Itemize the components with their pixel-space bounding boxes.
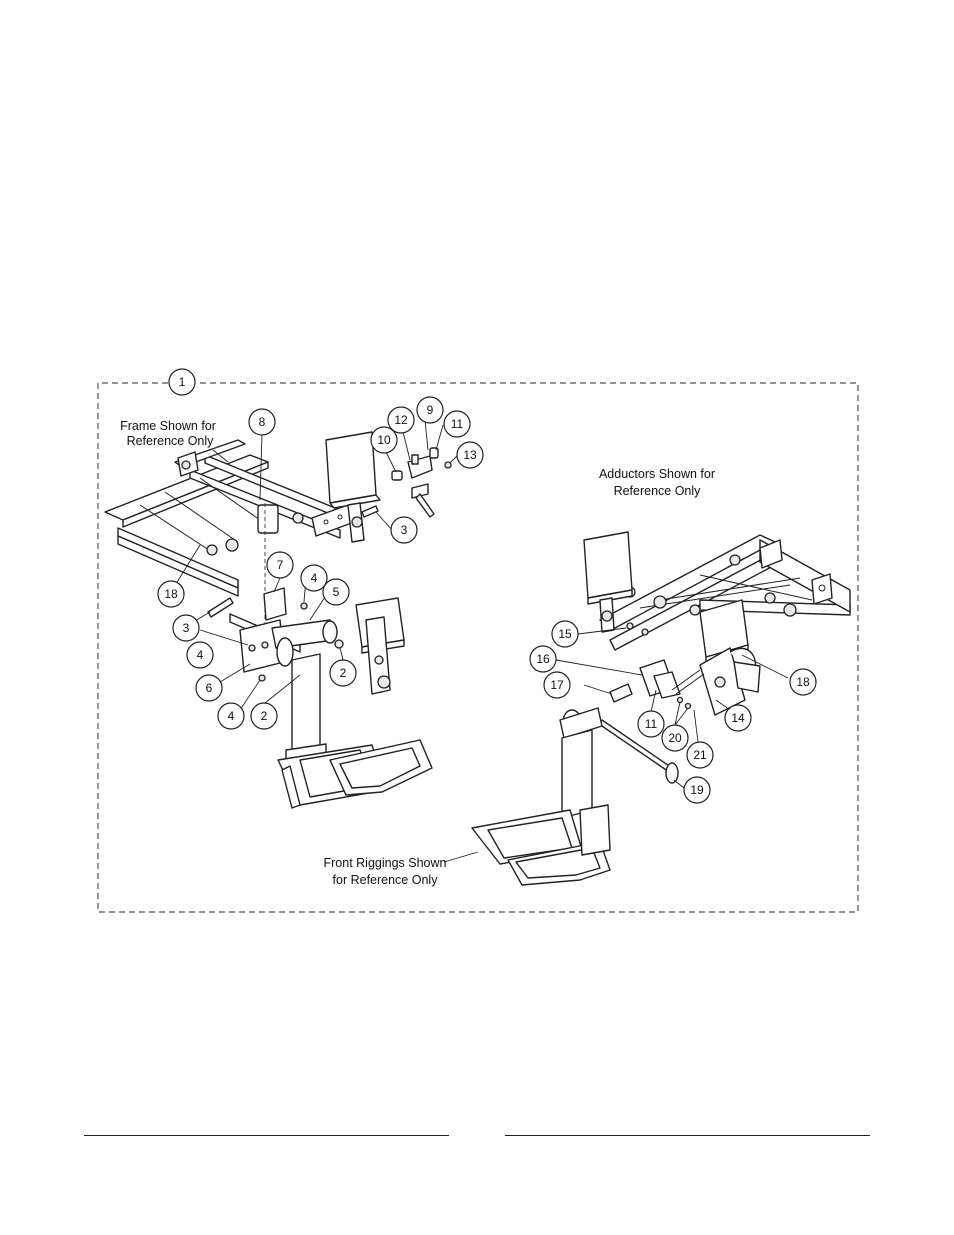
callout-13: 13 — [456, 441, 484, 469]
callout-2-right: 2 — [329, 659, 357, 687]
left-frame — [104, 439, 361, 597]
callout-18-right: 18 — [789, 668, 817, 696]
svg-text:4: 4 — [197, 648, 204, 662]
note-frame-line-2: Reference Only — [127, 434, 215, 448]
upper-pad — [325, 431, 381, 543]
callout-11-upper: 11 — [443, 410, 471, 438]
hardware-9-13 — [391, 447, 452, 518]
svg-text:18: 18 — [164, 587, 178, 601]
callout-4-mid: 4 — [186, 641, 214, 669]
callout-16: 16 — [529, 645, 557, 673]
callout-1: 1 — [168, 368, 196, 396]
svg-text:17: 17 — [550, 678, 564, 692]
footer-rule-right — [505, 1135, 870, 1136]
note-front-riggings-line-1: Front Riggings Shown — [324, 856, 447, 870]
callout-20: 20 — [661, 724, 689, 752]
footer-rule-left — [84, 1135, 449, 1136]
callout-17: 17 — [543, 671, 571, 699]
callout-7: 7 — [266, 551, 294, 579]
svg-text:2: 2 — [261, 709, 268, 723]
callout-4-top: 4 — [300, 564, 328, 592]
callout-19: 19 — [683, 776, 711, 804]
lower-pad — [355, 597, 405, 695]
svg-text:19: 19 — [690, 783, 704, 797]
note-adductors-line-2: Reference Only — [614, 484, 702, 498]
callout-3-lower: 3 — [172, 614, 200, 642]
callout-18-left: 18 — [157, 580, 185, 608]
right-mount-hardware — [598, 622, 761, 784]
callout-15: 15 — [551, 620, 579, 648]
callout-21: 21 — [686, 741, 714, 769]
note-adductors-line-1: Adductors Shown for — [599, 467, 715, 481]
svg-text:18: 18 — [796, 675, 810, 689]
svg-text:11: 11 — [451, 417, 464, 431]
callout-3-upper: 3 — [390, 516, 418, 544]
mount-bracket — [229, 602, 344, 682]
svg-text:20: 20 — [668, 731, 682, 745]
right-front-rigging — [471, 707, 611, 886]
callout-leaders — [170, 419, 789, 789]
svg-text:1: 1 — [179, 375, 186, 389]
note-front-riggings-line-2: for Reference Only — [333, 873, 439, 887]
note-frame-line-1: Frame Shown for — [120, 419, 216, 433]
callout-2-bottom: 2 — [250, 702, 278, 730]
svg-text:7: 7 — [277, 558, 284, 572]
callout-9: 9 — [416, 396, 444, 424]
svg-text:21: 21 — [693, 748, 707, 762]
callout-11-right: 11 — [637, 710, 665, 738]
svg-text:10: 10 — [377, 433, 391, 447]
svg-text:3: 3 — [183, 621, 190, 635]
svg-text:2: 2 — [340, 666, 347, 680]
svg-text:9: 9 — [427, 403, 434, 417]
svg-text:15: 15 — [558, 627, 572, 641]
svg-text:4: 4 — [311, 571, 318, 585]
callout-8: 8 — [248, 408, 276, 436]
callout-5: 5 — [322, 578, 350, 606]
callout-10: 10 — [370, 426, 398, 454]
svg-text:13: 13 — [463, 448, 477, 462]
svg-text:6: 6 — [206, 681, 213, 695]
svg-text:5: 5 — [333, 585, 340, 599]
callout-6: 6 — [195, 674, 223, 702]
callout-4-bottom: 4 — [217, 702, 245, 730]
bolt-upper — [361, 505, 379, 518]
left-assembly — [104, 431, 452, 809]
svg-text:3: 3 — [401, 523, 408, 537]
svg-text:8: 8 — [259, 415, 266, 429]
svg-text:11: 11 — [645, 717, 658, 731]
svg-text:16: 16 — [536, 652, 550, 666]
callout-12: 12 — [387, 406, 415, 434]
callout-14: 14 — [724, 704, 752, 732]
bolt-lower — [207, 597, 234, 618]
left-front-rigging — [277, 653, 433, 809]
svg-text:12: 12 — [394, 413, 408, 427]
spacer-block — [263, 587, 287, 621]
svg-text:4: 4 — [228, 709, 235, 723]
right-assembly — [471, 531, 851, 886]
svg-text:14: 14 — [731, 711, 745, 725]
right-upper-pad — [583, 531, 633, 633]
